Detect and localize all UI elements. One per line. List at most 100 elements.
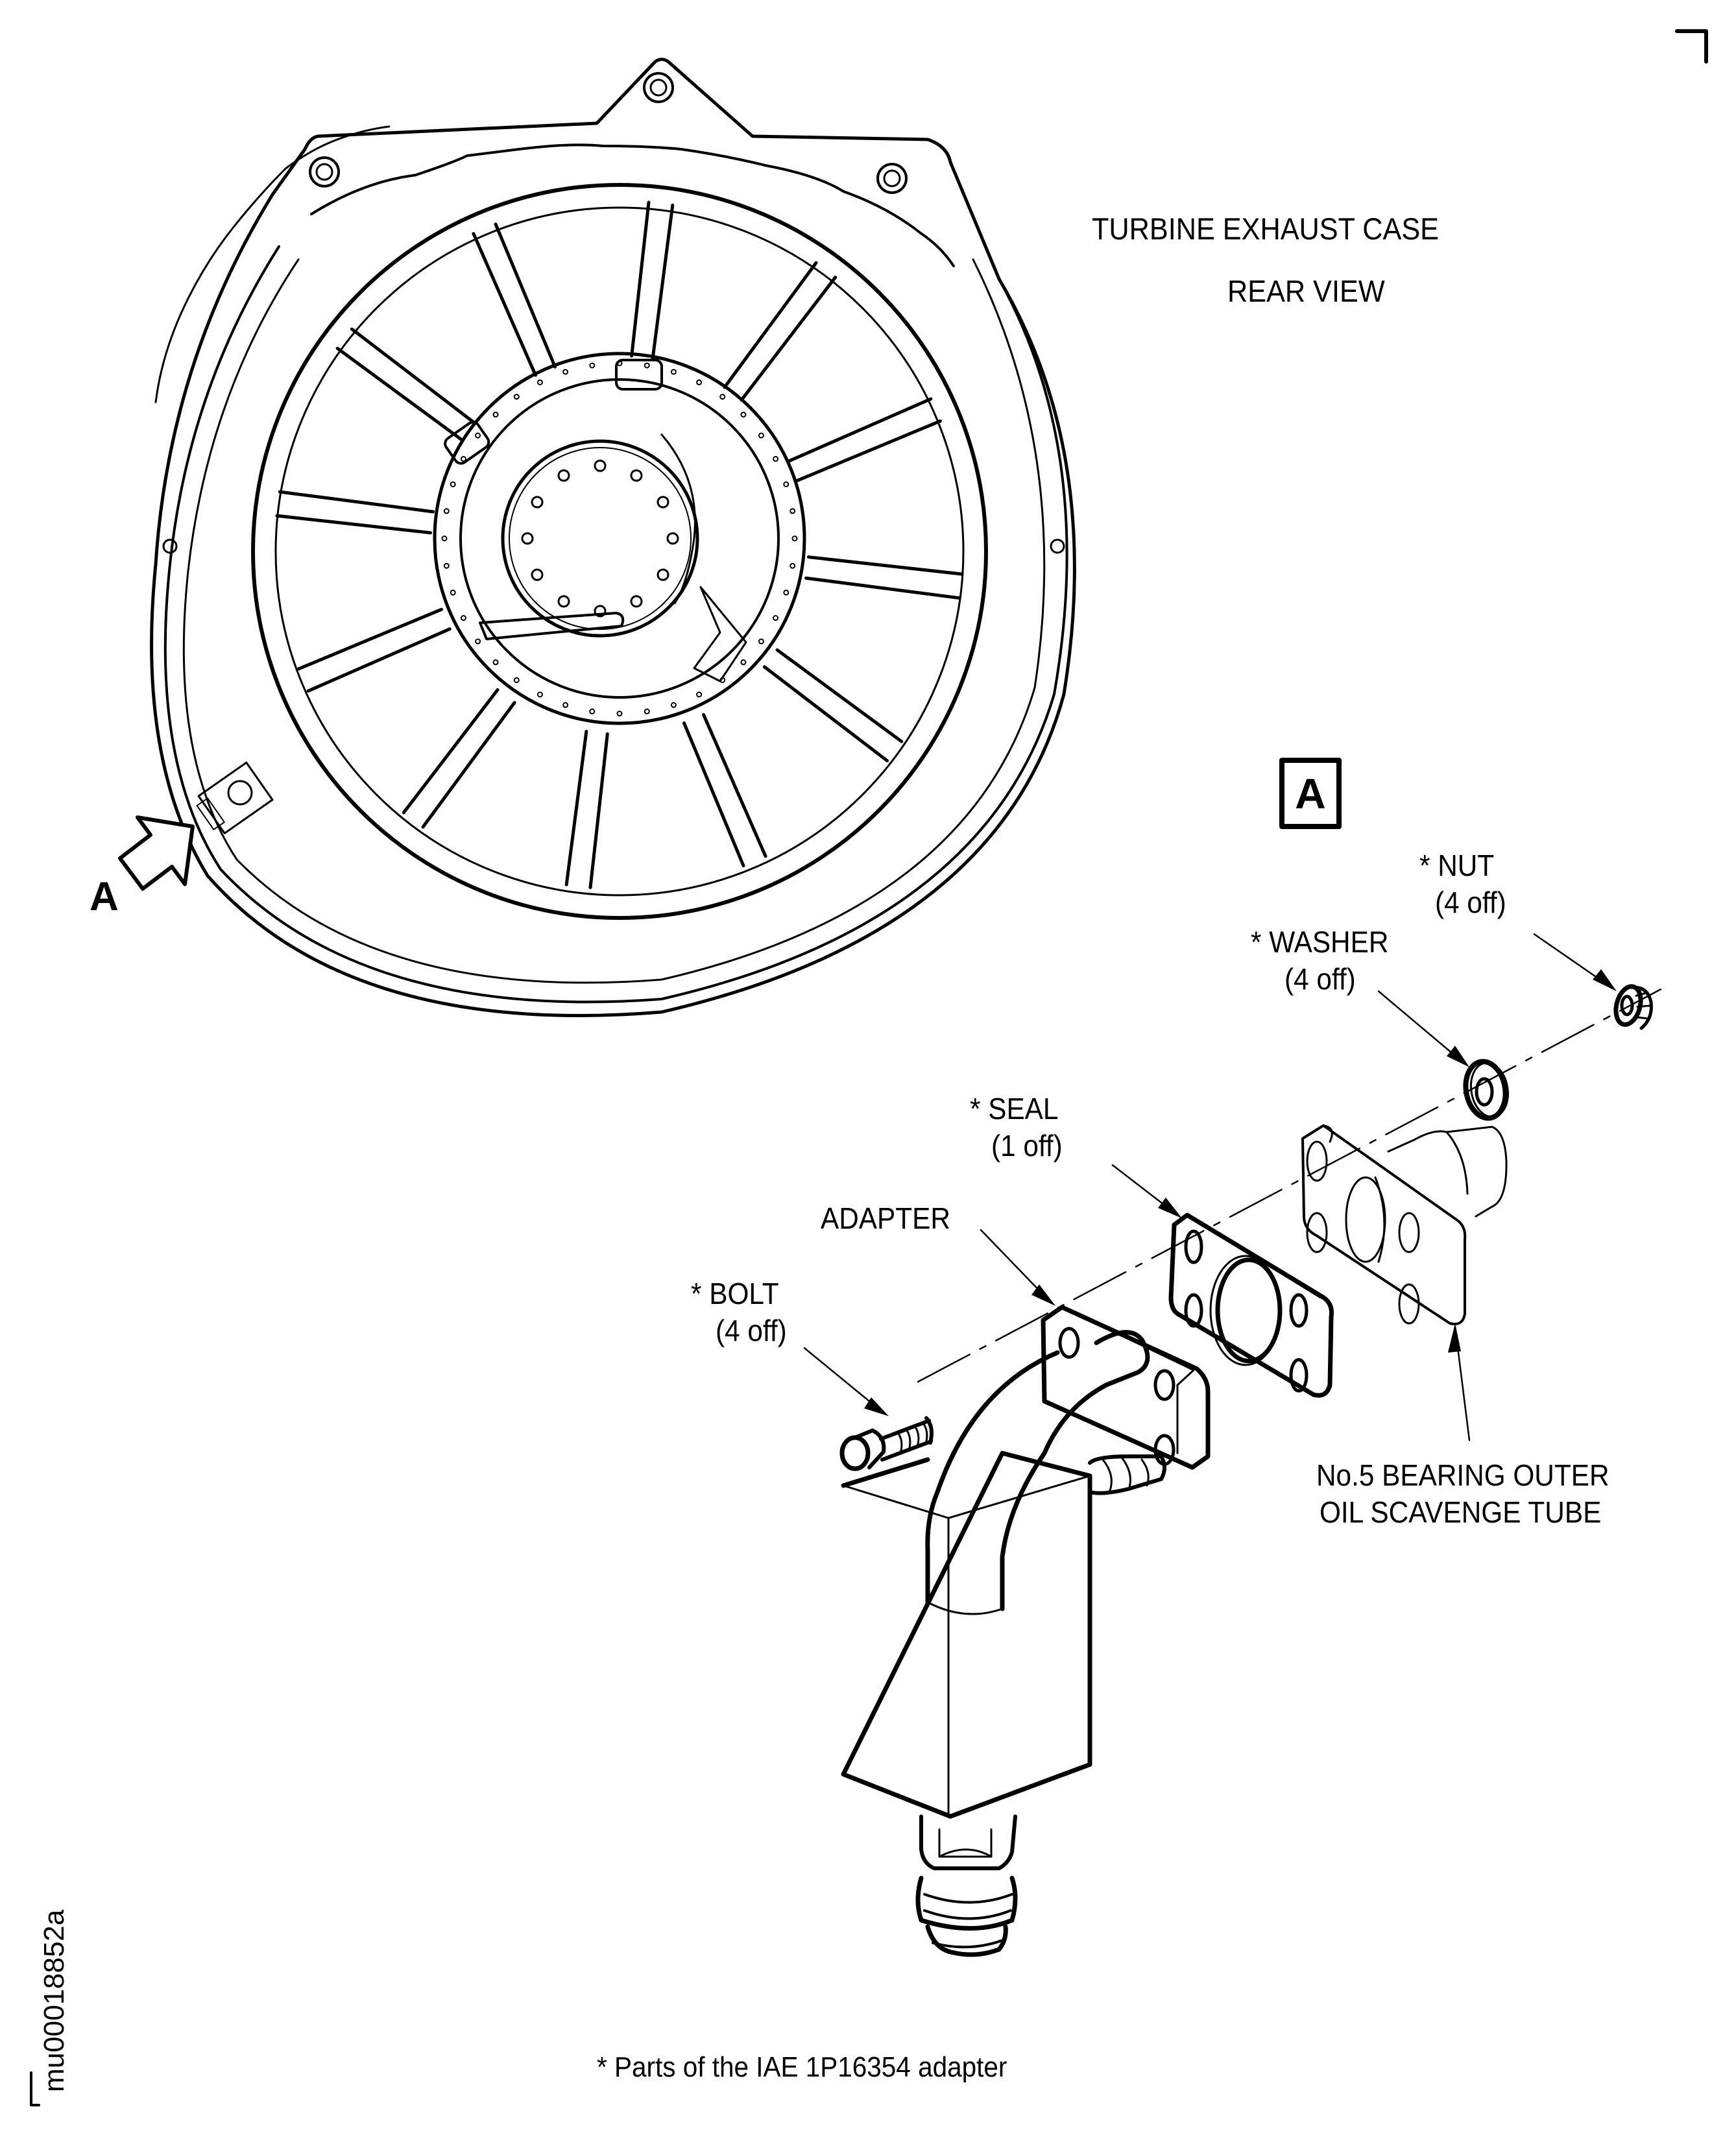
rivet [475,432,481,439]
turbine-exhaust-case [150,58,1076,1018]
rivet [443,562,450,569]
hub-bolt-hole [657,568,669,581]
hub-bolt-holes [521,459,679,618]
rivet [443,508,450,514]
rivet [758,432,764,439]
strut [402,688,516,829]
seal[interactable] [1168,1212,1334,1398]
assembly-centerline [917,988,1662,1383]
hub-bolt-hole [531,568,544,581]
outer-ring-2 [163,245,1068,1004]
rivet [790,508,796,514]
rivet [719,394,726,400]
rivet [773,615,779,621]
mount-frame [150,58,1076,1018]
scalloped-flange [310,143,955,267]
outer-ring-3 [182,258,1046,984]
strut [564,729,609,889]
hub-bolt-hole [630,595,643,608]
hub-bolt-hole [594,605,607,618]
tube-callout-line2: OIL SCAVENGE TUBE [1320,1495,1602,1529]
adapter[interactable] [841,1305,1211,1957]
rivet [536,379,543,385]
rivet [644,362,650,368]
adapter-callout: ADAPTER [821,1201,950,1235]
strut [682,713,767,867]
strut [472,223,557,377]
strut [297,607,452,693]
washer[interactable] [1462,1058,1512,1121]
side-lug-left [162,538,178,554]
port-fitting-A [196,762,274,834]
rivet [783,589,790,596]
hub-bolt-hole [557,469,570,482]
rivet [475,638,481,645]
strut [723,261,838,402]
figure-title-line2: REAR VIEW [1227,274,1385,308]
strut [275,490,435,535]
hub-bolt-hole [557,595,570,608]
rivet [740,659,747,666]
rivet [773,455,779,462]
figure-title-line1: TURBINE EXHAUST CASE [1092,211,1440,246]
rivet [589,708,596,715]
rivet [536,692,543,698]
side-lug-right [1050,538,1065,554]
rivet [450,481,456,488]
rivet [460,615,466,621]
rivet [644,708,650,715]
rivet [696,692,703,698]
strut [788,397,942,483]
rivet [783,481,790,488]
strut [762,648,904,763]
rivet [460,455,466,462]
arrowheads [864,969,1617,1416]
nut-callout-name: * NUT [1419,849,1495,882]
mount-lug-top [643,72,674,103]
hub-slot-left [444,420,490,465]
nut[interactable] [1612,983,1653,1030]
hub-bolt-hole [521,532,534,545]
rivet [790,562,796,569]
inner-scavenge-tube [479,612,625,640]
washer-callout-qty: (4 off) [1284,962,1356,996]
hub-bore [501,439,699,638]
tube-arrowhead [1448,1323,1461,1353]
crop-mark-bottom-left [30,2071,40,2106]
rivet [616,710,623,717]
rivet [562,368,569,375]
washer-callout-name: * WASHER [1251,925,1389,959]
rivet [513,677,520,683]
bolt[interactable] [839,1416,934,1471]
inner-bracket [693,586,747,682]
mount-lug-left [309,156,340,187]
strut [630,200,675,361]
detail-view-letter: A [1295,769,1326,817]
rivet [441,535,448,542]
hub-bolt-hole [657,496,669,509]
rivet [562,702,569,708]
hub-bolt-hole [594,459,607,472]
strut [804,555,964,600]
view-arrow-A[interactable] [118,815,195,891]
leader-lines [803,933,1613,1414]
bolt-callout-qty: (4 off) [716,1314,787,1347]
view-arrow-label: A [90,874,119,919]
seal-callout-qty: (1 off) [991,1129,1063,1163]
hub-ring-mid [459,378,780,699]
scavenge-tube-flange [1301,1124,1508,1325]
rivet [492,411,499,418]
figure-id: mu00018852a [38,1909,70,2092]
tube-callout-line1: No.5 BEARING OUTER [1316,1458,1609,1492]
seal-callout-name: * SEAL [970,1092,1059,1126]
hub-bolt-hole [630,469,643,482]
rivet [670,368,677,375]
hub-ring-outer [433,352,806,725]
strut [335,327,477,442]
rivet [589,362,596,368]
bolt-callout-name: * BOLT [691,1277,779,1310]
outer-strut-ring [251,183,988,920]
hub-bolt-hole [531,496,544,509]
rivet [670,702,677,708]
